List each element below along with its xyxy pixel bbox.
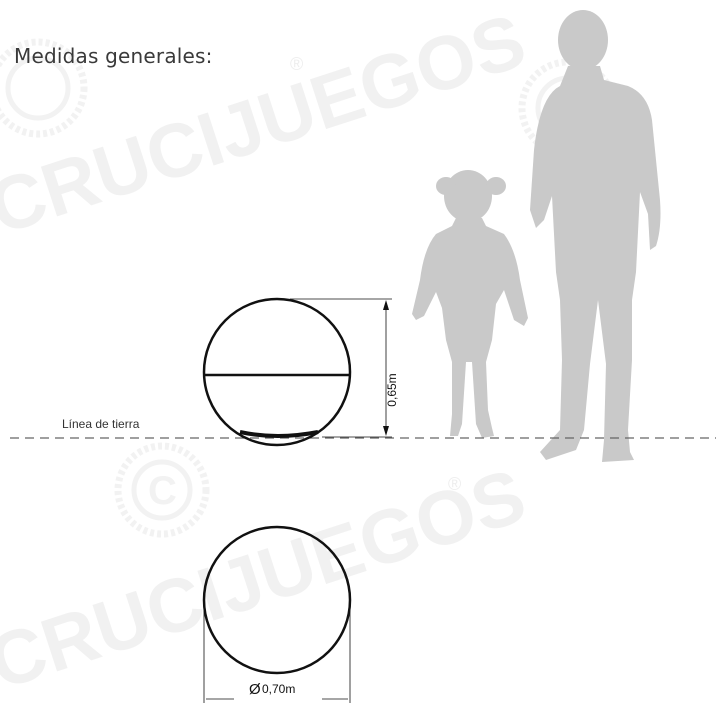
page-title: Medidas generales: (14, 44, 213, 68)
sphere-plan (202, 525, 352, 675)
watermark-group: C CRUCIJUEGOS CRUCIJUEGOS ® ® (0, 0, 618, 706)
watermark-emblem: C (114, 442, 210, 538)
svg-text:C: C (148, 469, 177, 513)
sphere-elevation (202, 297, 352, 447)
diameter-dimension-label: 0,70m (262, 682, 295, 696)
adult-silhouette (530, 10, 661, 462)
height-dimension (290, 298, 392, 438)
watermark-emblem (0, 38, 88, 138)
ground-line-label: Línea de tierra (62, 417, 140, 431)
watermark-registered: ® (448, 474, 461, 494)
height-dimension-label: 0,65m (385, 373, 399, 406)
diameter-dimension (203, 608, 351, 703)
child-silhouette (412, 170, 528, 438)
watermark-registered: ® (290, 54, 303, 74)
diameter-symbol: Ø (249, 681, 261, 698)
